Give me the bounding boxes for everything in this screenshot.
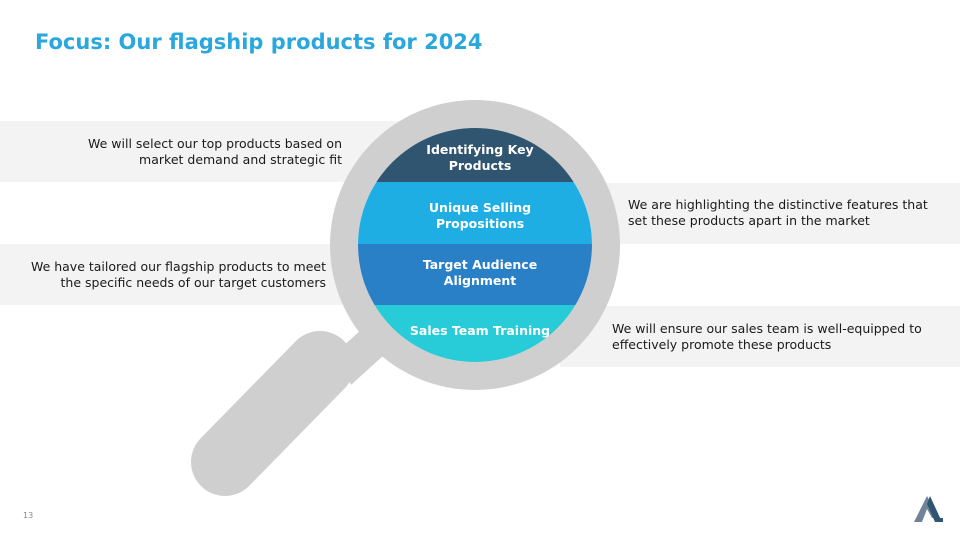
description-1: We will select our top products based on… (88, 136, 342, 167)
segment-label-1: Identifying Key Products (426, 142, 534, 173)
segment-label-2: Unique Selling Propositions (428, 200, 532, 231)
description-4: We will ensure our sales team is well-eq… (612, 321, 922, 352)
slide-number: 13 (23, 511, 34, 520)
band-4 (560, 306, 960, 367)
segment-label-4: Sales Team Training (409, 323, 551, 338)
segment-unique-selling-propositions (358, 182, 592, 244)
page-title: Focus: Our flagship products for 2024 (35, 30, 483, 54)
band-2 (560, 183, 960, 244)
segment-target-audience-alignment (358, 244, 592, 305)
logo-icon (914, 496, 943, 522)
magnifier-handle (191, 331, 354, 496)
description-3: We have tailored our flagship products t… (30, 259, 326, 290)
segment-label-3: Target Audience Alignment (422, 257, 538, 288)
description-2: We are highlighting the distinctive feat… (628, 197, 928, 228)
